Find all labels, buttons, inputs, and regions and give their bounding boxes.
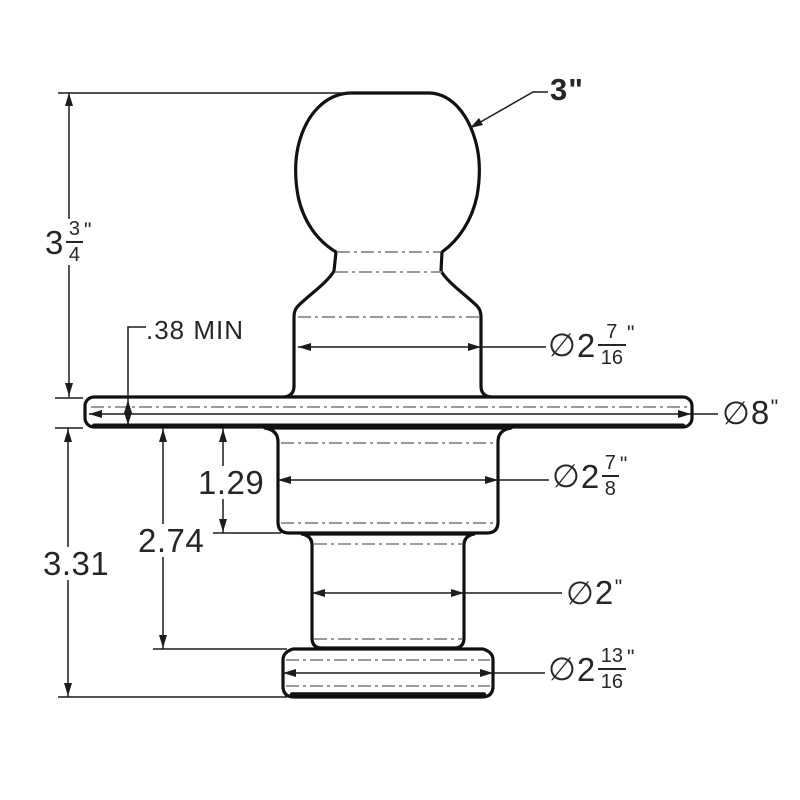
- arrow-dia-neck-left: [298, 343, 311, 351]
- mid-shank-outline: [300, 532, 476, 650]
- label-dia-neck: ∅ 2 7 16 ": [548, 321, 635, 369]
- label-dia-upper-shank: ∅ 2 7 8 ": [552, 452, 628, 500]
- label-flange-thickness: .38 MIN: [146, 315, 245, 345]
- arrow-ball-leader: [470, 118, 483, 128]
- label-height-3-3-4: 3 3 4 ": [42, 219, 95, 265]
- arrow-dia-upper-shank-left: [278, 476, 291, 484]
- ball-outline: [282, 91, 493, 399]
- arrow-dia-shank-right: [451, 589, 464, 597]
- label-dia-shank: ∅ 2 ": [566, 574, 623, 611]
- upper-shank-fraction: 7 8: [601, 453, 619, 499]
- arrow-1-29-bottom: [219, 519, 227, 532]
- arrow-flange-thickness-up: [124, 400, 132, 413]
- arrow-flange-thickness-down: [124, 412, 132, 425]
- leader-ball-size: [469, 91, 548, 129]
- arrow-3-31-top: [64, 429, 72, 442]
- neck-fraction: 7 16: [597, 322, 626, 368]
- arrow-3-3-4-top: [65, 93, 73, 106]
- arrow-dia-neck-right: [468, 343, 481, 351]
- arrow-dia-collar-left: [283, 669, 296, 677]
- arrow-1-29-top: [219, 429, 227, 442]
- diameter-symbol: ∅: [566, 574, 594, 611]
- arrow-dia-upper-shank-right: [485, 476, 498, 484]
- height-whole: 3: [45, 223, 64, 261]
- height-fraction: 3 4: [65, 219, 83, 265]
- diameter-symbol: ∅: [548, 327, 576, 363]
- diameter-symbol: ∅: [722, 394, 750, 431]
- diameter-symbol: ∅: [552, 458, 580, 494]
- label-dia-flange: ∅ 8 ": [722, 394, 779, 431]
- label-dia-bottom-collar: ∅ 2 13 16 ": [548, 645, 635, 693]
- diameter-symbol: ∅: [548, 651, 576, 687]
- arrow-2-74-top: [159, 429, 167, 442]
- arrow-3-3-4-bottom: [65, 383, 73, 396]
- label-ball-size: 3": [550, 72, 584, 107]
- leader-flange-thickness: [127, 326, 146, 426]
- arrow-3-31-bottom: [64, 683, 72, 696]
- arrow-dia-flange-right: [678, 410, 691, 418]
- label-dim-3-31: 3.31: [40, 547, 113, 580]
- label-dim-1-29: 1.29: [195, 466, 268, 499]
- arrow-dia-shank-left: [312, 589, 325, 597]
- flange-outline: [83, 395, 694, 429]
- arrow-dia-collar-right: [480, 669, 493, 677]
- arrow-2-74-bottom: [159, 635, 167, 648]
- label-dim-2-74: 2.74: [135, 524, 208, 557]
- arrow-dia-flange-left: [89, 410, 102, 418]
- bottom-collar-fraction: 13 16: [597, 646, 626, 692]
